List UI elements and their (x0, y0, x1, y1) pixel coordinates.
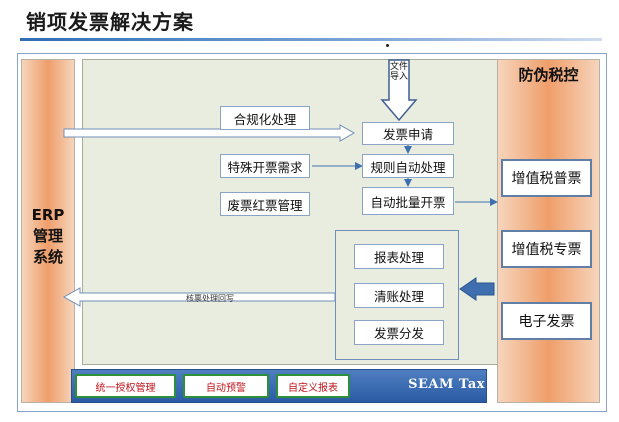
compliance-box: 合规化处理 (220, 106, 310, 130)
batch-issue-box: 自动批量开票 (362, 187, 454, 215)
feedback-arrow (459, 277, 495, 301)
writeback-label: 核票处理回写 (186, 294, 234, 303)
file-import-arrow (380, 59, 418, 122)
erp-to-apply-arrow (63, 124, 356, 142)
report-box: 报表处理 (354, 244, 444, 269)
invoice-apply-box: 发票申请 (362, 122, 454, 145)
unified-auth-button[interactable]: 统一授权管理 (75, 374, 176, 398)
erp-panel (21, 59, 75, 403)
erp-label: ERP 管理 系统 (31, 206, 65, 266)
special-invoice-box: 特殊开票需求 (220, 154, 310, 178)
writeback-arrow (62, 287, 336, 307)
page-title: 销项发票解决方案 (26, 10, 194, 34)
clearing-box: 清账处理 (354, 283, 444, 308)
seam-tax-brand: SEAM Tax (408, 377, 485, 392)
title-underline (20, 38, 602, 41)
file-import-label: 文件导入 (390, 62, 409, 82)
vat-special-box: 增值税专票 (501, 230, 592, 268)
custom-report-button[interactable]: 自定义报表 (276, 374, 350, 398)
distribute-box: 发票分发 (354, 320, 444, 345)
rule-auto-box: 规则自动处理 (362, 154, 454, 178)
vat-normal-box: 增值税普票 (501, 159, 592, 197)
e-invoice-box: 电子发票 (501, 302, 592, 340)
auto-alert-button[interactable]: 自动预警 (183, 374, 269, 398)
stray-dot (386, 44, 389, 47)
void-red-invoice-box: 废票红票管理 (220, 192, 310, 216)
anti-counterfeit-title: 防伪税控 (518, 66, 579, 84)
